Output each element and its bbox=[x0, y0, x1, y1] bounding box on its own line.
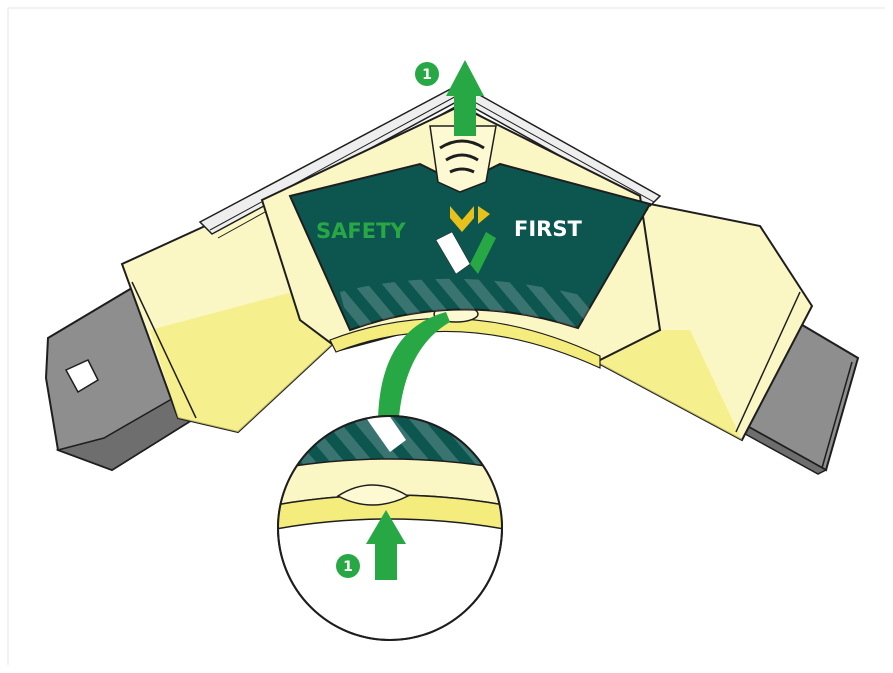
step-badge-top: 1 bbox=[415, 62, 439, 86]
zoom-pointer bbox=[378, 312, 450, 430]
safety-first-logo bbox=[435, 206, 496, 275]
step-number-bottom: 1 bbox=[343, 559, 353, 575]
zoom-detail: 1 bbox=[277, 415, 503, 641]
label-first: FIRST bbox=[514, 217, 582, 241]
vent-notch bbox=[429, 125, 497, 193]
label-safety: SAFETY bbox=[316, 219, 406, 243]
safety-label-panel: SAFETY FIRST bbox=[288, 125, 652, 332]
step-badge-bottom: 1 bbox=[336, 554, 360, 578]
plug-notch bbox=[64, 359, 99, 394]
step-number-top: 1 bbox=[422, 67, 432, 83]
zoom-release-button bbox=[336, 484, 410, 506]
left-connector-plug bbox=[44, 280, 210, 472]
push-up-arrow bbox=[366, 510, 406, 580]
pull-up-arrow bbox=[446, 60, 484, 136]
